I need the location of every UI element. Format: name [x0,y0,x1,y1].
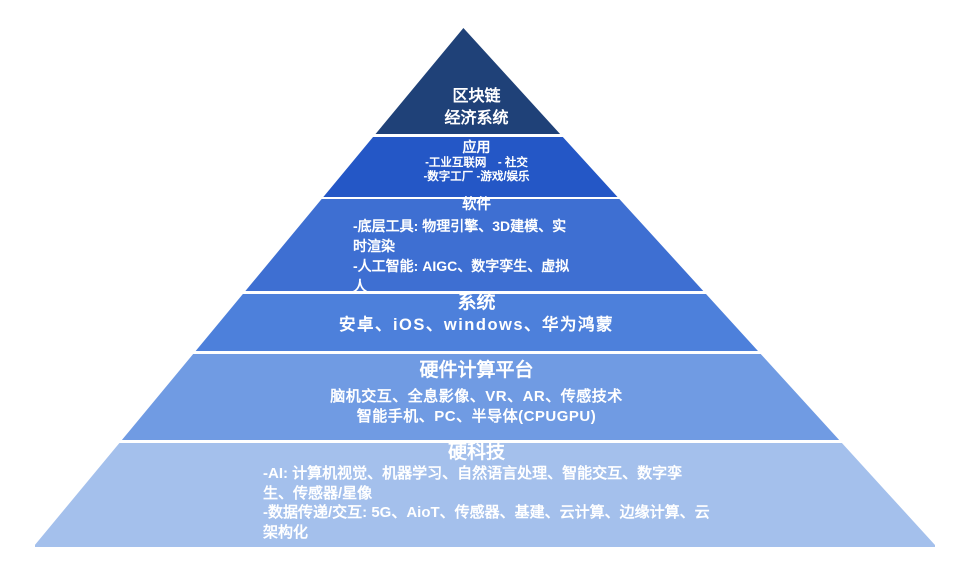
body-line: 时渲染 [353,238,395,254]
body-line: 安卓、iOS、windows、华为鸿蒙 [338,316,615,334]
title-line: 区块链 [452,88,501,105]
level-hardware-platform-body: 脑机交互、全息影像、VR、AR、传感技术 智能手机、PC、半导体(CPUGPU) [0,387,953,426]
level-system-body: 安卓、iOS、windows、华为鸿蒙 [0,315,953,335]
body-line: -底层工具: 物理引擎、3D建模、实 [353,218,567,234]
body-line: 脑机交互、全息影像、VR、AR、传感技术 [330,388,623,405]
level-hard-tech-body: -AI: 计算机视觉、机器学习、自然语言处理、智能交互、数字孪 生、传感器/星像… [263,464,710,542]
body-line: -数字工厂 -游戏/娱乐 [423,170,530,183]
body-line: 智能手机、PC、半导体(CPUGPU) [356,407,597,425]
body-line: -AI: 计算机视觉、机器学习、自然语言处理、智能交互、数字孪 [263,465,683,482]
level-hardware-platform-title: 硬件计算平台 [419,360,534,381]
body-line: 架构化 [263,523,309,541]
body-line: 人 [353,278,367,294]
title-line: 经济系统 [444,110,509,127]
level-software-body: -底层工具: 物理引擎、3D建模、实 时渲染 -人工智能: AIGC、数字孪生、… [353,216,569,296]
level-application-body: -工业互联网 - 社交 -数字工厂 -游戏/娱乐 [0,157,953,184]
level-application-title: 应用 [462,139,491,155]
level-blockchain-economy-title: 区块链 经济系统 [0,86,953,130]
body-line: -人工智能: AIGC、数字孪生、虚拟 [353,258,570,274]
level-system-title: 系统 [457,292,496,313]
level-software-title: 软件 [462,197,491,213]
body-line: -工业互联网 - 社交 [425,157,528,169]
body-line: -数据传递/交互: 5G、AioT、传感器、基建、云计算、边缘计算、云 [263,504,710,521]
level-hard-tech-title: 硬科技 [447,442,505,463]
band-hard-tech [35,443,935,547]
body-line: 生、传感器/星像 [263,484,373,502]
